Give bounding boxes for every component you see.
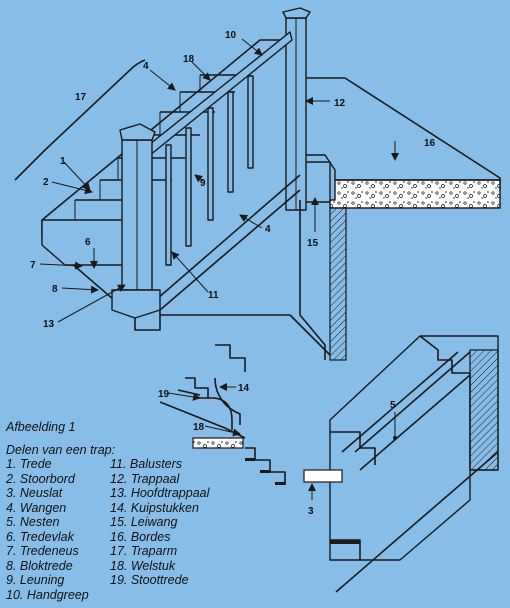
detail-cross-section xyxy=(303,335,499,593)
legend: Afbeelding 1 Delen van een trap: 1. Tred… xyxy=(6,420,306,602)
callout-1: 1 xyxy=(60,156,66,167)
legend-item: 10. Handgreep xyxy=(6,587,89,602)
callout-17: 17 xyxy=(75,92,87,103)
legend-column-1: 1. Trede 2. Stoorbord 3. Neuslat 4. Wang… xyxy=(6,457,116,602)
legend-item: 7. Tredeneus xyxy=(6,544,79,558)
callout-6: 6 xyxy=(85,237,91,248)
callout-14: 14 xyxy=(238,383,250,394)
legend-item: 17. Traparm xyxy=(110,544,178,558)
callout-9: 9 xyxy=(200,178,206,189)
legend-item: 9. Leuning xyxy=(6,573,65,587)
legend-item: 18. Welstuk xyxy=(110,558,176,573)
callout-18a: 18 xyxy=(183,54,195,65)
callout-4b: 4 xyxy=(265,224,271,235)
balusters xyxy=(165,75,254,266)
legend-item: 8. Bloktrede xyxy=(6,558,73,573)
main-staircase xyxy=(14,7,501,361)
legend-item: 16. Bordes xyxy=(110,529,171,544)
legend-item: 15. Leiwang xyxy=(110,515,178,529)
legend-item: 13. Hoofdtrappaal xyxy=(110,486,210,500)
legend-item: 14. Kuipstukken xyxy=(110,500,199,515)
legend-column-2: 11. Balusters 12. Trappaal 13. Hoofdtrap… xyxy=(110,457,290,588)
callout-4a: 4 xyxy=(143,61,149,72)
legend-item: 3. Neuslat xyxy=(6,486,63,500)
figure-caption: Afbeelding 1 xyxy=(6,420,76,434)
legend-item: 1. Trede xyxy=(6,457,52,471)
legend-item: 19. Stoottrede xyxy=(110,573,189,587)
callout-7: 7 xyxy=(30,260,36,271)
callout-13: 13 xyxy=(43,319,55,330)
legend-item: 2. Stoorbord xyxy=(6,471,75,486)
callout-18b: 18 xyxy=(193,422,205,433)
callout-11: 11 xyxy=(208,290,219,301)
legend-item: 6. Tredevlak xyxy=(6,529,74,544)
callout-numbers: 10 4 18 17 12 16 1 2 9 6 4 15 7 8 11 13 … xyxy=(30,30,436,517)
callout-leaders xyxy=(39,38,399,500)
callout-2: 2 xyxy=(43,177,49,188)
callout-8: 8 xyxy=(52,284,58,295)
callout-10: 10 xyxy=(225,30,237,41)
legend-item: 4. Wangen xyxy=(6,500,67,515)
callout-3: 3 xyxy=(308,506,314,517)
legend-item: 11. Balusters xyxy=(110,457,183,471)
legend-item: 12. Trappaal xyxy=(110,471,180,486)
callout-5: 5 xyxy=(390,400,396,411)
callout-16: 16 xyxy=(424,138,436,149)
callout-12: 12 xyxy=(334,98,346,109)
callout-15: 15 xyxy=(307,238,319,249)
callout-19: 19 xyxy=(158,389,170,400)
legend-title: Delen van een trap: xyxy=(6,442,116,457)
legend-item: 5. Nesten xyxy=(6,515,60,529)
